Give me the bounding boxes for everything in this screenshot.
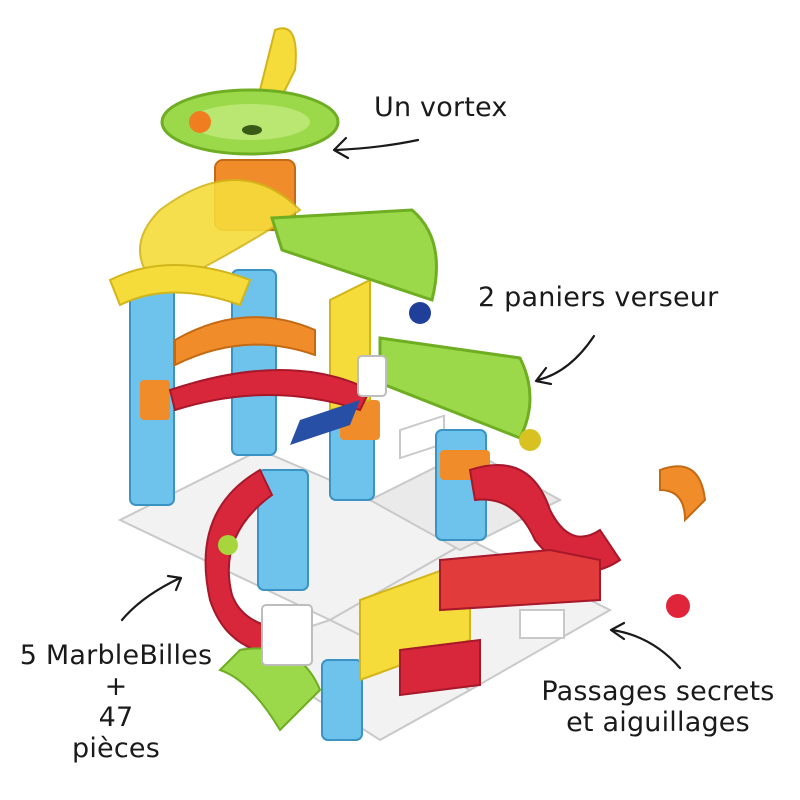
arrow-vortex xyxy=(334,138,420,152)
arrow-secret xyxy=(610,628,682,670)
callout-marbles-line2: + xyxy=(104,671,128,703)
callout-secret-line1: Passages secrets xyxy=(541,676,775,707)
arrow-secret-head xyxy=(609,621,626,641)
callout-secret-line2: et aiguillages xyxy=(566,707,750,739)
callout-marbles-line4: pièces xyxy=(72,733,160,765)
green-marble xyxy=(218,535,238,555)
red-marble xyxy=(666,594,690,618)
arrow-marbles-head xyxy=(166,574,183,592)
callout-marbles-line1: 5 MarbleBilles xyxy=(19,640,213,671)
arrow-baskets xyxy=(536,334,596,382)
callout-vortex: Un vortex xyxy=(374,92,508,123)
orange-ramps xyxy=(174,316,360,732)
pouring-baskets xyxy=(269,208,541,451)
arrow-baskets-head xyxy=(534,366,553,386)
callout-baskets: 2 paniers verseur xyxy=(478,282,719,313)
white-pillars xyxy=(261,355,387,666)
callout-marbles-line3: 47 xyxy=(98,702,134,734)
red-tracks xyxy=(168,369,622,697)
arrow-marbles xyxy=(120,576,182,622)
arrow-vortex-head xyxy=(332,136,350,160)
callout-marbles: 5 MarbleBilles + 47 pièces xyxy=(18,640,214,764)
vortex-funnel xyxy=(160,88,340,156)
callout-secret-passages: Passages secrets et aiguillages xyxy=(533,676,783,738)
